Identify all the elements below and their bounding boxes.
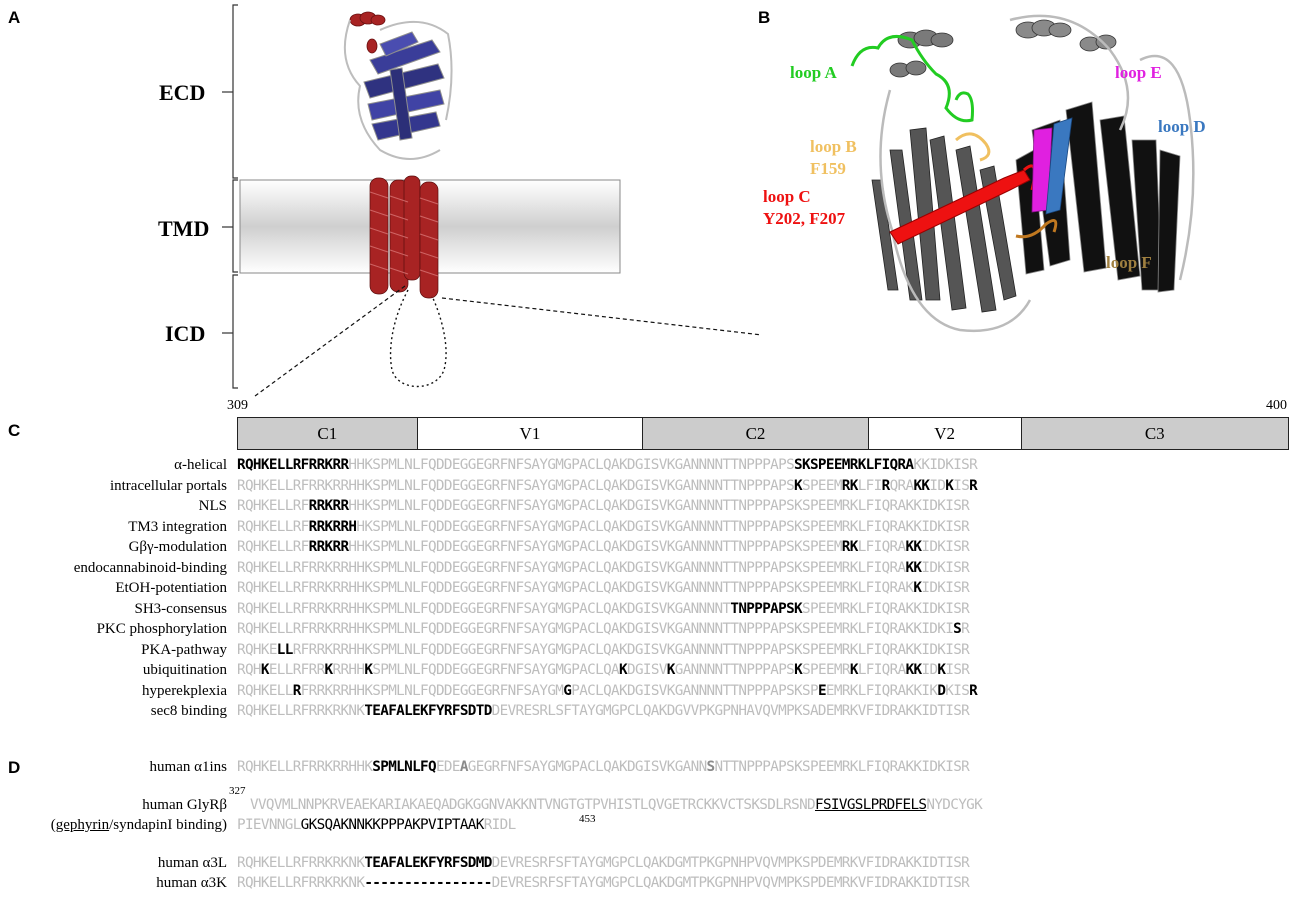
sequence-row-c: RQHKELLRFRRKRRHHKSPMLNLFQDDEGGEGRFNFSAYG… xyxy=(237,662,970,678)
loop-b-residue: F159 xyxy=(810,159,846,178)
panel-letter-b: B xyxy=(758,8,771,27)
panel-letter-d: D xyxy=(8,758,21,777)
loop-d-label: loop D xyxy=(1158,117,1206,136)
row-label-c: PKA-pathway xyxy=(141,641,227,658)
ecd-bracket xyxy=(232,4,238,179)
segment-v1: V1 xyxy=(417,418,644,449)
sequence-row-c: RQHKELLRFRRKRRHHKSPMLNLFQDDEGGEGRFNFSAYG… xyxy=(237,477,978,494)
row-label-d: human GlyRβ xyxy=(142,797,227,813)
row-label-d: human α3L xyxy=(157,855,227,871)
row-label-d: human α3K xyxy=(156,875,227,891)
sequence-row-d: RQHKELLRFRRKRKNKTEAFALEKFYRFSDMDDEVRESRF… xyxy=(237,855,970,871)
right-subunit-helices xyxy=(1015,19,1117,52)
loop-a-label: loop A xyxy=(790,63,837,82)
sequence-row-c: RQHKELLRFRRKRRHHKSPMLNLFQDDEGGEGRFNFSAYG… xyxy=(237,518,970,535)
row-label-d: human α1ins xyxy=(149,759,227,775)
tmd-bracket xyxy=(232,179,238,273)
loop-c-residues: Y202, F207 xyxy=(763,209,846,228)
ecd-label: ECD xyxy=(159,80,206,105)
receptor-structure-diagram xyxy=(222,4,760,397)
zoom-line-left xyxy=(254,285,406,397)
sequence-row-c: RQHKELLRFRRKRRHHKSPMLNLFQDDEGGEGRFNFSAYG… xyxy=(237,559,970,576)
icd-dotted-loop xyxy=(389,289,447,388)
row-label-c: EtOH-potentiation xyxy=(115,580,227,596)
sequence-row-d: RQHKELLRFRRKRKNK----------------DEVRESRF… xyxy=(237,875,970,891)
row-label-c: intracellular portals xyxy=(109,477,227,494)
sequence-row-c: RQHKELLRFRRKRRHHKSPMLNLFQDDEGGEGRFNFSAYG… xyxy=(237,457,978,473)
row-label-c: ubiquitination xyxy=(142,662,227,678)
sequence-row-c: RQHKELLRFRRKRKNKTEAFALEKFYRFSDTDDEVRESRL… xyxy=(237,703,970,719)
loop-a-trace xyxy=(850,34,974,123)
row-label-c: Gβγ-modulation xyxy=(128,539,227,555)
sequence-row-c: RQHKELLRFRRKRRHHKSPMLNLFQDDEGGEGRFNFSAYG… xyxy=(237,498,970,514)
loop-f-label: loop F xyxy=(1106,253,1152,272)
row-label-c: endocannabinoid-binding xyxy=(73,559,227,576)
loop-e-label: loop E xyxy=(1115,63,1162,82)
row-label-c: hyperekplexia xyxy=(142,682,227,699)
row-label-c: α-helical xyxy=(174,457,227,473)
panel-letter-a: A xyxy=(8,8,21,27)
sequence-row-c: RQHKELLRFRRKRRHHKSPMLNLFQDDEGGEGRFNFSAYG… xyxy=(237,580,970,596)
zoom-line-right xyxy=(441,297,760,336)
loop-c-label: loop C xyxy=(763,187,811,206)
loop-b-label: loop B xyxy=(810,137,857,156)
segment-v2: V2 xyxy=(868,418,1022,449)
ecd-helix xyxy=(349,11,386,54)
loop-f-trace xyxy=(1015,218,1058,239)
range-end-label: 400 xyxy=(1266,398,1287,413)
sequence-row-d: PIEVNNGLGKSQAKNNKKPPPAKPVIPTAAKRIDL xyxy=(237,817,516,833)
panel-letter-c: C xyxy=(8,421,21,440)
row-label-c: NLS xyxy=(198,498,227,514)
row-label-c: sec8 binding xyxy=(150,703,227,719)
beta-start-superscript: 327 xyxy=(229,785,246,797)
ecd-beta-sheet xyxy=(363,31,445,141)
loop-c-strand xyxy=(889,169,1031,245)
binding-site-structure xyxy=(850,14,1195,333)
icd-bracket xyxy=(232,274,238,389)
segment-c3: C3 xyxy=(1021,418,1288,449)
sequence-row-d: VVQVMLNNPKRVEAEKARIAKAEQADGKGGNVAKKNTVNG… xyxy=(250,797,983,813)
segment-c1: C1 xyxy=(238,418,418,449)
loop-d-strand xyxy=(1045,117,1073,215)
tmd-helices xyxy=(369,175,439,299)
row-label-d: (gephyrin/syndapinI binding) xyxy=(50,817,227,833)
segment-c2: C2 xyxy=(643,418,869,449)
row-label-c: PKC phosphorylation xyxy=(96,621,227,637)
range-start-label: 309 xyxy=(227,398,248,413)
sequence-row-d: RQHKELLRFRRKRRHHKSPMLNLFQEDEAGEGRFNFSAYG… xyxy=(237,759,970,775)
icd-label: ICD xyxy=(165,321,206,346)
tmd-label: TMD xyxy=(158,216,210,241)
sequence-row-c: RQHKELLRFRRKRRHHKSPMLNLFQDDEGGEGRFNFSAYG… xyxy=(237,600,970,617)
row-label-c: TM3 integration xyxy=(128,518,227,535)
sequence-row-c: RQHKELLRFRRKRRHHKSPMLNLFQDDEGGEGRFNFSAYG… xyxy=(237,682,978,699)
sequence-row-c: RQHKELLRFRRKRRHHKSPMLNLFQDDEGGEGRFNFSAYG… xyxy=(237,539,970,555)
sequence-row-c: RQHKELLRFRRKRRHHKSPMLNLFQDDEGGEGRFNFSAYG… xyxy=(237,641,970,658)
row-label-c: SH3-consensus xyxy=(134,600,228,617)
loop-b-trace xyxy=(955,132,991,162)
sequence-row-c: RQHKELLRFRRKRRHHKSPMLNLFQDDEGGEGRFNFSAYG… xyxy=(237,621,970,637)
beta-end-superscript: 453 xyxy=(579,813,596,825)
